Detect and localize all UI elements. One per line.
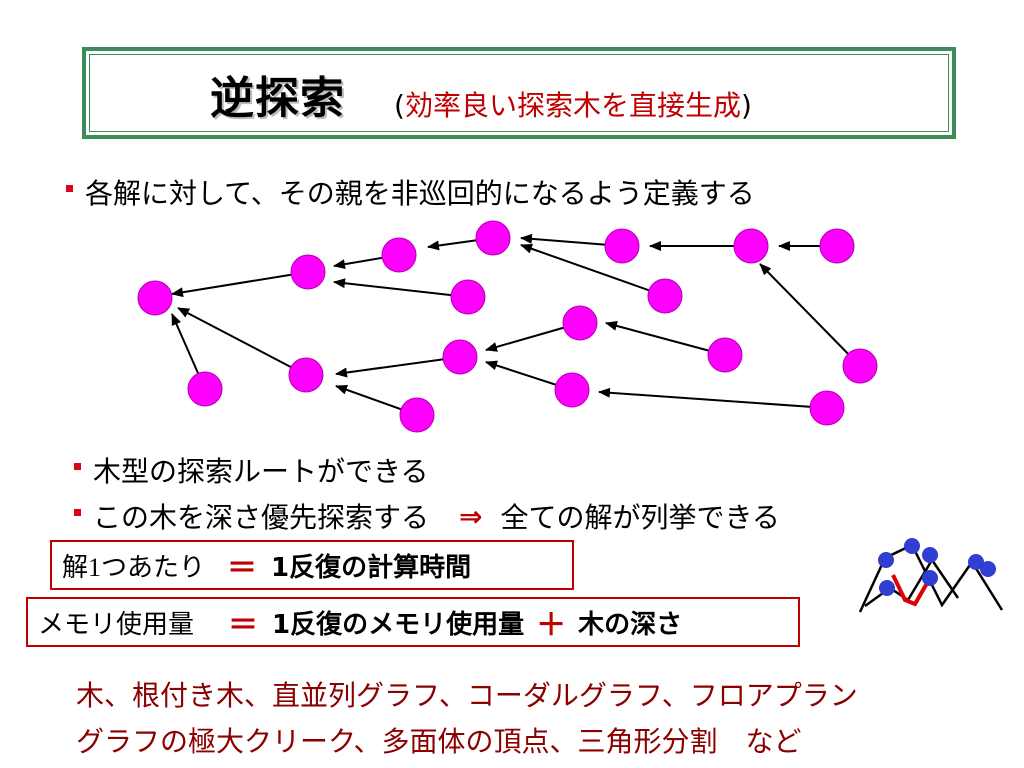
lhs-kanji: 解 [62, 552, 89, 583]
tree-node [187, 371, 223, 407]
implies-arrow: ⇒ [459, 499, 483, 533]
tree-edge [520, 243, 666, 297]
zigzag-highlight-path [891, 574, 932, 607]
equals-sign: ＝ [228, 608, 259, 643]
tree-node [604, 228, 640, 264]
zigzag-node [879, 580, 895, 596]
examples-line-1: 木、根付き木、直並列グラフ、コーダルグラフ、フロアプラン [76, 679, 858, 712]
plus-sign: ＋ [536, 608, 567, 643]
tree-node [442, 339, 478, 375]
zigzag-node [922, 570, 938, 586]
zigzag-nodes [878, 538, 996, 596]
tree-edge [759, 263, 861, 367]
tree-edge [177, 307, 307, 376]
tree-node [290, 254, 326, 290]
tree-node [647, 278, 683, 314]
page-title: 逆探索 [210, 73, 345, 124]
formula-time-rhs: 1反復の計算時間 [271, 552, 472, 583]
bullet-dfs: この木を深さ優先探索する ⇒ 全ての解が列挙できる [74, 496, 780, 536]
bullet-text: 各解に対して、その親を非巡回的になるよう定義する [85, 177, 755, 210]
equals-sign: ＝ [227, 551, 258, 586]
bullet-tree-route: 木型の探索ルートができる [74, 450, 428, 490]
lhs-rest: つあたり [101, 552, 206, 583]
lhs-number: 1 [88, 552, 102, 582]
zigzag-node [904, 538, 920, 554]
zigzag-line [864, 557, 960, 608]
formula-time-box: 解1つあたり ＝ 1反復の計算時間 [50, 540, 574, 590]
tree-node [809, 390, 845, 426]
tree-node [475, 220, 511, 256]
formula-memory-rhs2: 木の深さ [578, 609, 683, 640]
tree-node [842, 348, 878, 384]
bullet-define-parent: 各解に対して、その親を非巡回的になるよう定義する [66, 172, 755, 212]
zigzag-node [968, 554, 984, 570]
examples-line-2: グラフの極大クリーク、多面体の頂点、三角形分割 など [76, 725, 802, 758]
formula-time-lhs: 解1つあたり [62, 547, 205, 584]
tree-node [733, 228, 769, 264]
zigzag-node [980, 561, 996, 577]
tree-node [137, 280, 173, 316]
tree-edge [333, 278, 469, 298]
bullet-marker [66, 184, 73, 192]
tree-edge [171, 271, 309, 298]
tree-nodes [137, 220, 878, 433]
bullet-text: この木を深さ優先探索する [93, 501, 430, 534]
tree-edge [598, 387, 828, 409]
tree-edge [605, 321, 726, 356]
tree-node [819, 228, 855, 264]
bullet-text: 木型の探索ルートができる [93, 455, 429, 488]
zigzag-node [922, 547, 938, 563]
subtitle-open-paren: ( [394, 89, 405, 122]
subtitle-close-paren: ) [740, 89, 752, 122]
tree-node [288, 357, 324, 393]
tree-node [381, 237, 417, 273]
title-frame [82, 47, 956, 139]
tree-node [707, 337, 743, 373]
bullet-marker [74, 462, 81, 470]
formula-memory-lhs: メモリ使用量 [38, 609, 195, 640]
tree-edge [335, 356, 461, 378]
tree-node [562, 305, 598, 341]
tree-node [450, 279, 486, 315]
formula-memory-rhs1: 1反復のメモリ使用量 [272, 609, 525, 640]
page-subtitle: (効率良い探索木を直接生成) [394, 84, 752, 124]
bullet-text-enumerate: 全ての解が列挙できる [500, 501, 780, 534]
tree-node [399, 397, 435, 433]
bullet-marker [74, 508, 81, 516]
subtitle-text: 効率良い探索木を直接生成 [404, 89, 741, 122]
tree-node [554, 372, 590, 408]
formula-memory-box: メモリ使用量 ＝ 1反復のメモリ使用量 ＋ 木の深さ [26, 597, 800, 647]
zigzag-node [878, 552, 894, 568]
